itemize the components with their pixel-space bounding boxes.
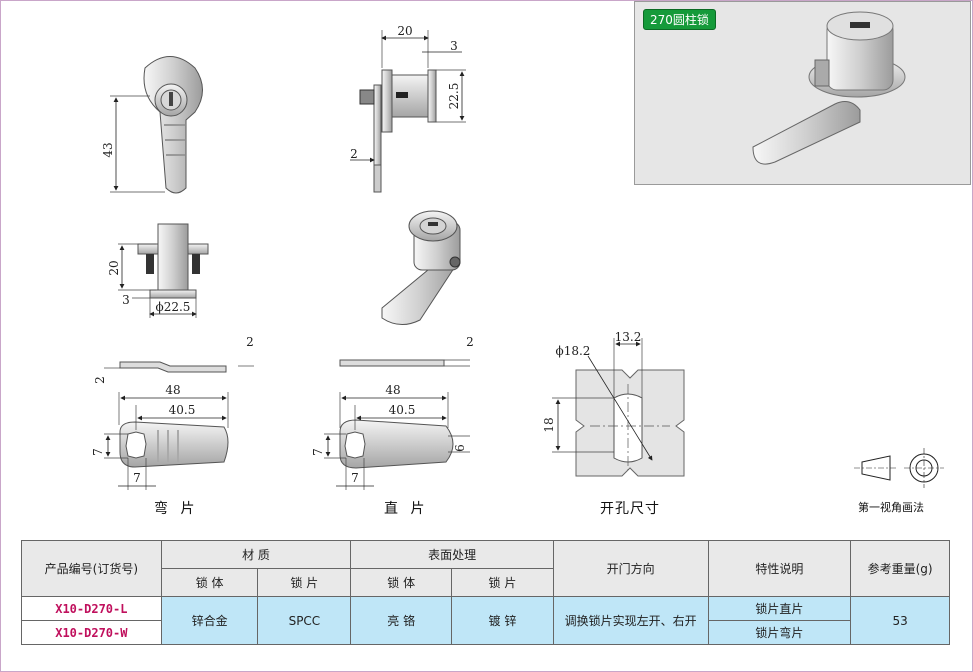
projection-caption: 第一视角画法 [858,501,924,514]
flat-cam-view: 2 48 40.5 7 7 6 [311,335,474,490]
side-gap-dim: 3 [450,39,458,53]
opening-direction-value: 调换锁片实现左开、右开 [552,596,709,645]
weight-value: 53 [850,596,950,645]
material-body-value: 锌合金 [160,596,259,645]
bent-thick-right-dim: 2 [246,335,254,349]
product-name-badge: 270圆柱锁 [643,9,716,30]
bottom-dia-dim: ϕ22.5 [156,300,191,314]
header-opening-direction: 开门方向 [552,540,709,597]
header-material: 材 质 [160,540,352,569]
header-material-cam: 锁 片 [257,568,352,597]
bent-width-dim: 7 [91,448,105,456]
front-view: 43 [101,56,203,194]
panel-cutout-view: ϕ18.2 13.2 18 [542,330,685,477]
feature-bent-value: 锁片弯片 [707,620,852,645]
material-cam-value: SPCC [257,596,352,645]
flat-hole-dim: 7 [351,471,359,485]
spec-table: 产品编号(订货号) 材 质 表面处理 开门方向 特性说明 参考重量(g) 锁 体… [21,540,950,645]
flat-len-dim: 48 [385,383,400,397]
bent-cam-caption: 弯 片 [154,501,199,517]
bent-thick-left-dim: 2 [93,376,107,384]
bottom-view: 20 3 ϕ22.5 [107,223,209,318]
side-view: 20 3 22.5 2 [350,24,466,193]
header-weight: 参考重量(g) [850,540,950,597]
product-photo-panel: 270圆柱锁 [634,1,971,185]
product-code-w: X10-D270-W [21,620,162,645]
flat-thick-dim: 2 [466,335,474,349]
header-surface-finish: 表面处理 [350,540,554,569]
cutout-caption: 开孔尺寸 [600,501,660,517]
front-height-dim: 43 [101,142,115,157]
flat-cam-caption: 直 片 [384,501,429,517]
finish-cam-value: 镀 锌 [451,596,554,645]
header-product-code: 产品编号(订货号) [21,540,162,597]
technical-drawing: 43 20 3 22.5 2 20 3 [91,24,944,490]
bottom-gap-dim: 3 [122,293,130,307]
hole-width-dim: 13.2 [615,330,642,344]
hole-height-dim: 18 [542,417,556,432]
finish-body-value: 亮 铬 [350,596,453,645]
feature-straight-value: 锁片直片 [707,596,852,621]
header-finish-body: 锁 体 [350,568,453,597]
bent-hole-dim: 7 [133,471,141,485]
flat-tip-dim: 6 [453,444,467,452]
hole-dia-dim: ϕ18.2 [556,344,591,358]
header-feature: 特性说明 [707,540,852,597]
side-top-dim: 20 [397,24,412,38]
projection-symbol [854,448,944,488]
bent-len-dim: 48 [165,383,180,397]
product-photo [752,11,906,165]
bent-cam-view: 2 2 48 40.5 7 7 [91,335,254,490]
flat-width-dim: 7 [311,448,325,456]
isometric-view [381,210,461,325]
bent-len-inner-dim: 40.5 [169,403,196,417]
bottom-height-dim: 20 [107,260,121,275]
flat-len-inner-dim: 40.5 [389,403,416,417]
side-dia-dim: 22.5 [447,83,461,110]
header-finish-cam: 锁 片 [451,568,554,597]
product-code-l: X10-D270-L [21,596,162,621]
side-thick-dim: 2 [350,147,358,161]
header-material-body: 锁 体 [160,568,259,597]
